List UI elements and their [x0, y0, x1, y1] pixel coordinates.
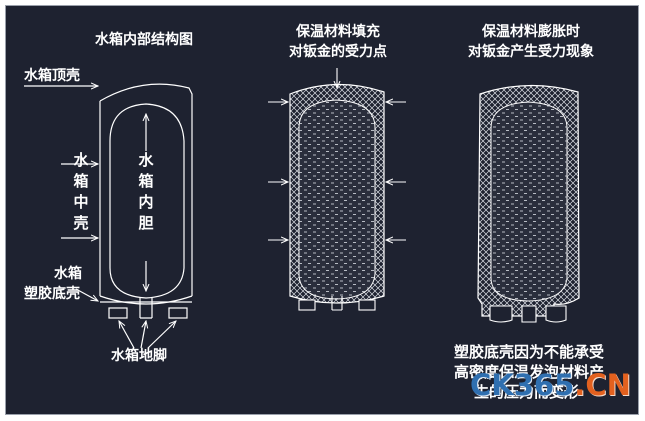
diagram-frame: 水箱内部结构图 保温材料填充 对钣金的受力点 保温材料膨胀时 对钣金产生受力现象…: [5, 5, 639, 415]
plastic-base-arrow: [75, 288, 98, 301]
note-line1: 塑胶底壳因为不能承受: [454, 343, 605, 361]
watermark-part1: CK365: [470, 368, 575, 402]
inner-tank-outline: [109, 103, 185, 299]
diagram1-title: 水箱内部结构图: [95, 32, 193, 48]
site-watermark: CK365.CN: [470, 368, 631, 402]
plastic-base-outline: [99, 295, 193, 305]
fill-outlet-pipe: [331, 296, 343, 311]
feet-arrow-2: [140, 321, 146, 349]
middle-shell-label: 水箱中壳: [73, 151, 89, 232]
tank-structure-diagram: [24, 83, 193, 349]
outlet-pipe: [139, 298, 153, 319]
deformed-foot-right: [545, 305, 567, 323]
plastic-base-label-line2: 塑胶底壳: [24, 286, 80, 302]
diagram3-title-line1: 保温材料膨胀时: [482, 24, 580, 40]
feet-label: 水箱地脚: [111, 348, 167, 364]
insulation-fill-diagram: [268, 68, 406, 311]
tank-foot-right: [168, 307, 188, 319]
diagram2-title-line2: 对钣金的受力点: [289, 44, 387, 60]
note-line2: 高密度保温发泡材料产: [454, 363, 605, 381]
insulation-expansion-diagram: [477, 84, 580, 323]
plastic-base-label-line1: 水箱: [54, 266, 82, 282]
expansion-outlet-pipe: [521, 305, 537, 323]
top-shell-label: 水箱顶壳: [24, 68, 80, 84]
feet-arrow-1: [119, 321, 135, 349]
top-shell-outline: [99, 83, 193, 106]
inner-tank-label: 水箱内胆: [138, 151, 154, 232]
note-line3: 生的压力而变形: [474, 383, 580, 401]
tank-foot-left: [108, 307, 128, 319]
diagram2-title-line1: 保温材料填充: [296, 24, 380, 40]
fill-foot-left: [298, 299, 316, 311]
diagram-drawing: [24, 68, 580, 349]
deformed-foot-left: [489, 305, 513, 323]
watermark-part2: .CN: [574, 368, 631, 402]
feet-arrow-3: [147, 321, 176, 349]
diagram3-title-line2: 对钣金产生受力现象: [468, 44, 594, 60]
fill-foot-right: [358, 299, 376, 311]
